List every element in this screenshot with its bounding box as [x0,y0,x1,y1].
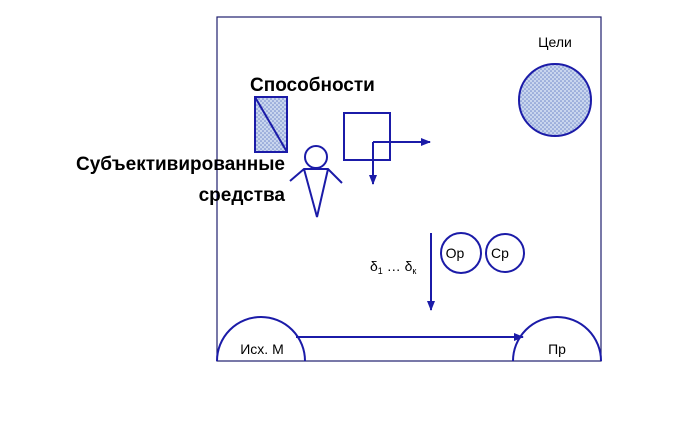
abilities-diagonal [254,96,288,153]
initial-material-semicircle [216,316,306,362]
outer-frame [216,16,602,362]
op-circle [440,232,482,274]
sr-label: Ср [491,245,509,261]
activity-square [343,112,391,161]
initial-material-label: Исх. М [240,341,284,357]
abilities-label: Способности [250,75,375,96]
person-figure [289,145,343,218]
delta-label: δ1 … δк [370,258,416,276]
subjectified-means-label-line2: средства [199,185,286,206]
op-label: Ор [446,245,465,261]
product-label: Пр [548,341,566,357]
subjectified-means-label-line1: Субъективированные [76,154,285,175]
product-semicircle [512,316,602,362]
goals-circle [518,63,592,137]
goals-label: Цели [538,34,572,50]
sr-circle [485,233,525,273]
